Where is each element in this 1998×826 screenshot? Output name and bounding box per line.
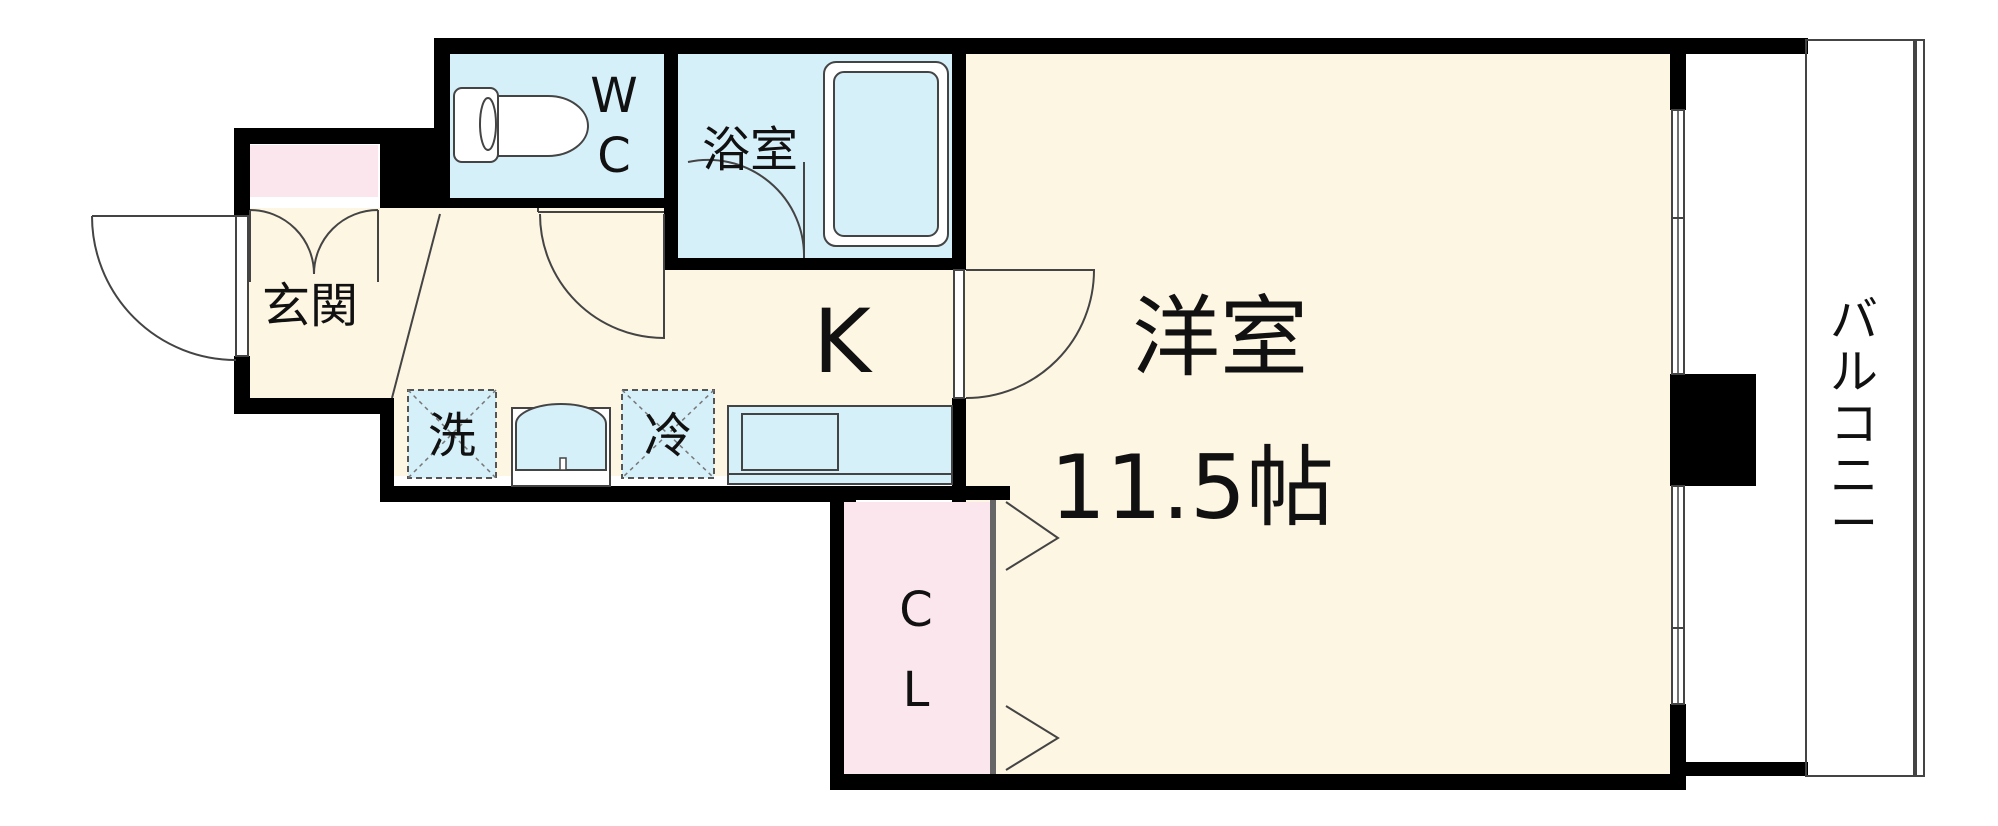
wall [678,258,966,270]
kitchen-label: K [813,290,873,393]
entrance-label: 玄関 [262,278,358,334]
closet-doors [1005,501,1060,771]
washer-label: 洗 [428,408,476,464]
wall [830,774,1670,790]
closet-label-bottom: L [903,662,930,718]
wall [234,128,250,216]
balcony-railing [1805,39,1917,777]
wall [434,38,1808,54]
toilet-label-top: W [590,68,637,124]
bathroom-door [687,158,806,259]
wall [1684,762,1808,776]
wash-basin [511,403,611,487]
walls [234,38,1808,790]
bathroom-label: 浴室 [702,122,798,178]
wall [380,398,394,502]
balcony-char: バ [1830,292,1878,348]
toilet-fixture [453,87,589,163]
door-frame [235,215,249,357]
wall [1670,38,1686,110]
doors [91,158,1096,399]
wall [380,128,448,208]
closet-floor [842,502,990,774]
door-frame [953,269,965,399]
western-room-size: 11.5帖 [1050,436,1334,539]
toilet-door [537,208,665,340]
wall [952,398,966,502]
closet-label-top: C [899,582,933,638]
balcony-char: コ [1830,396,1878,452]
wall [664,38,678,270]
wall [830,486,844,790]
room-door [965,269,1096,399]
entrance-floor [248,208,394,398]
fridge-label: 冷 [644,408,692,464]
bathtub [823,61,949,247]
western-room-floor [965,52,1675,777]
windows [235,109,1685,705]
cabinet-doors [249,209,379,282]
western-room-name: 洋室 [1132,286,1308,389]
washer-space [407,389,497,479]
balcony-char: ニ [1830,448,1878,504]
wall [380,486,856,502]
balcony-char: ル [1830,344,1878,400]
toilet-label-bottom: C [597,128,631,184]
labels: 洋室 11.5帖 K 浴室 W C 玄関 C L 洗 冷 バ ル コ ニ ー [262,68,1878,718]
entrance-door [91,215,237,361]
wall [844,486,1010,500]
fridge-space [621,389,715,479]
step-line [391,213,441,399]
wall [1670,374,1756,486]
wall [1670,704,1686,790]
fixtures [407,61,1060,771]
floor-fills [248,52,1675,777]
shoe-cabinet [250,145,378,197]
wall [234,398,394,414]
balcony [1805,39,1925,777]
wall [448,198,666,208]
wall [952,38,966,270]
balcony-char: ー [1830,496,1878,552]
wall [990,500,996,774]
kitchen-counter [727,405,953,485]
